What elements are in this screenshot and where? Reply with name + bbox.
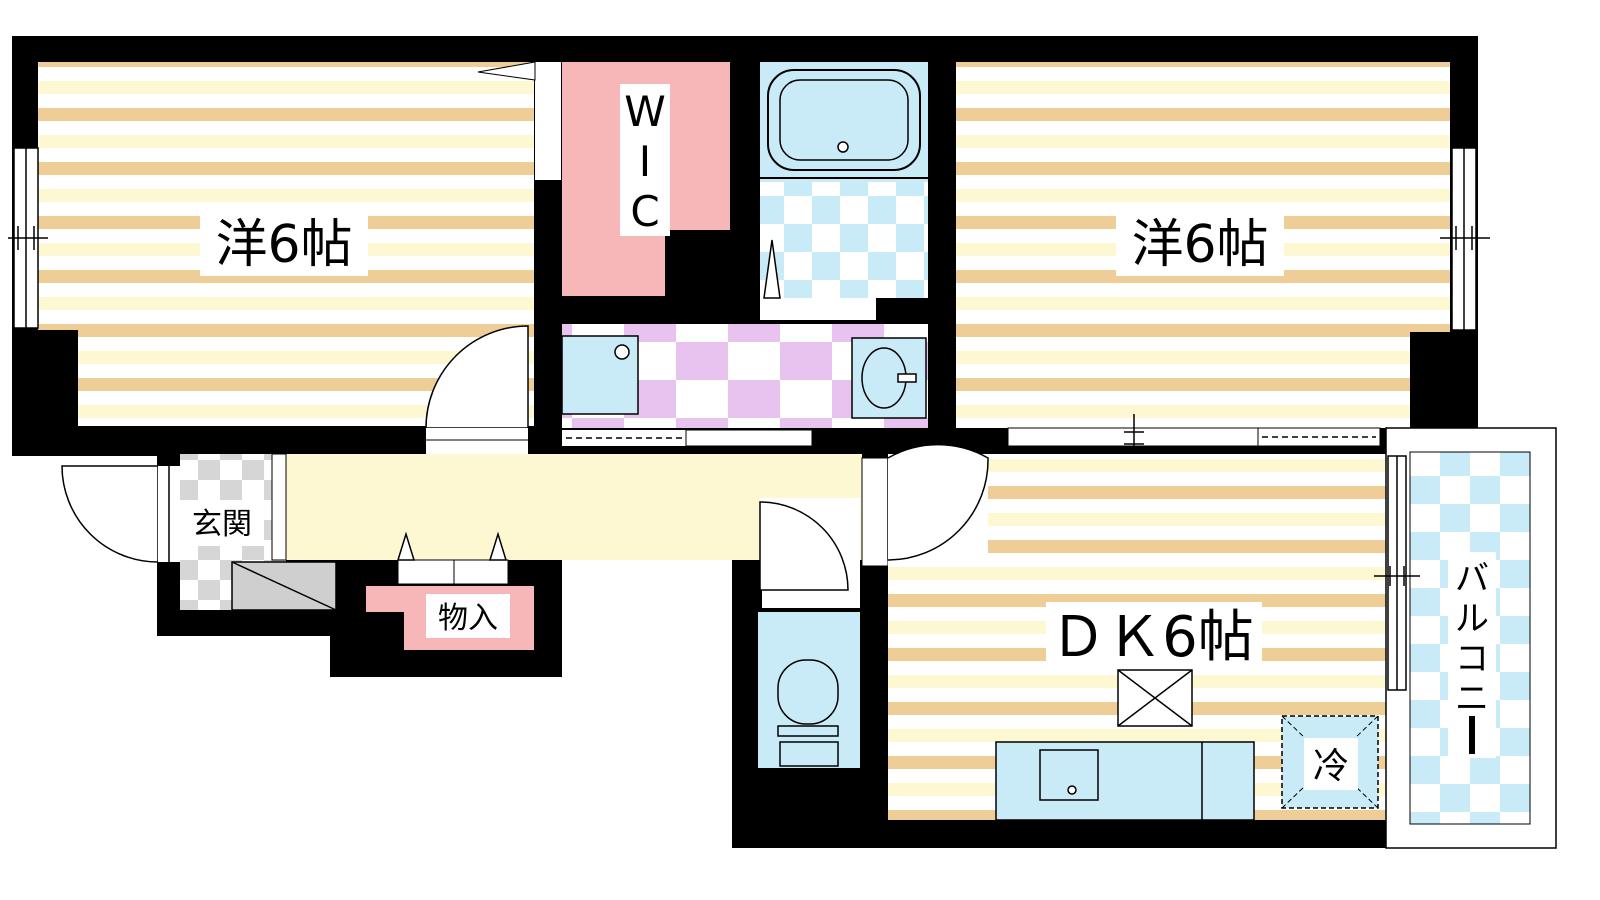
room-washroom xyxy=(561,324,928,447)
label-dk: ＤＫ6帖 xyxy=(1050,605,1254,670)
label-wic-c: C xyxy=(630,187,659,236)
label-bg-western-right xyxy=(1116,212,1284,276)
room-western-right xyxy=(956,62,1490,428)
label-balcony-3: コ xyxy=(1455,639,1489,679)
label-wic-w: W xyxy=(624,87,666,136)
label-balcony-1: バ xyxy=(1455,559,1489,599)
partition-sliding xyxy=(1007,414,1381,466)
room-toilet xyxy=(758,501,860,768)
label-balcony-5: ー xyxy=(1455,719,1489,759)
label-wic-i: I xyxy=(639,137,651,186)
room-wic xyxy=(562,62,730,296)
label-fridge: 冷 xyxy=(1313,746,1349,787)
label-western-left: 洋6帖 xyxy=(215,215,352,275)
room-bath xyxy=(760,62,928,320)
room-entrance xyxy=(61,453,337,611)
label-western-right: 洋6帖 xyxy=(1131,215,1268,275)
label-balcony-5-mark xyxy=(1469,716,1475,754)
label-balcony-2: ル xyxy=(1455,599,1489,639)
label-bg-western-left xyxy=(200,212,368,276)
label-balcony-4: ニ xyxy=(1455,679,1489,719)
label-bg-storage xyxy=(426,594,510,638)
window-left xyxy=(8,147,48,329)
room-dk xyxy=(887,443,1386,821)
balcony xyxy=(1374,427,1557,849)
label-entrance: 玄関 xyxy=(192,507,252,542)
label-storage: 物入 xyxy=(438,601,498,636)
